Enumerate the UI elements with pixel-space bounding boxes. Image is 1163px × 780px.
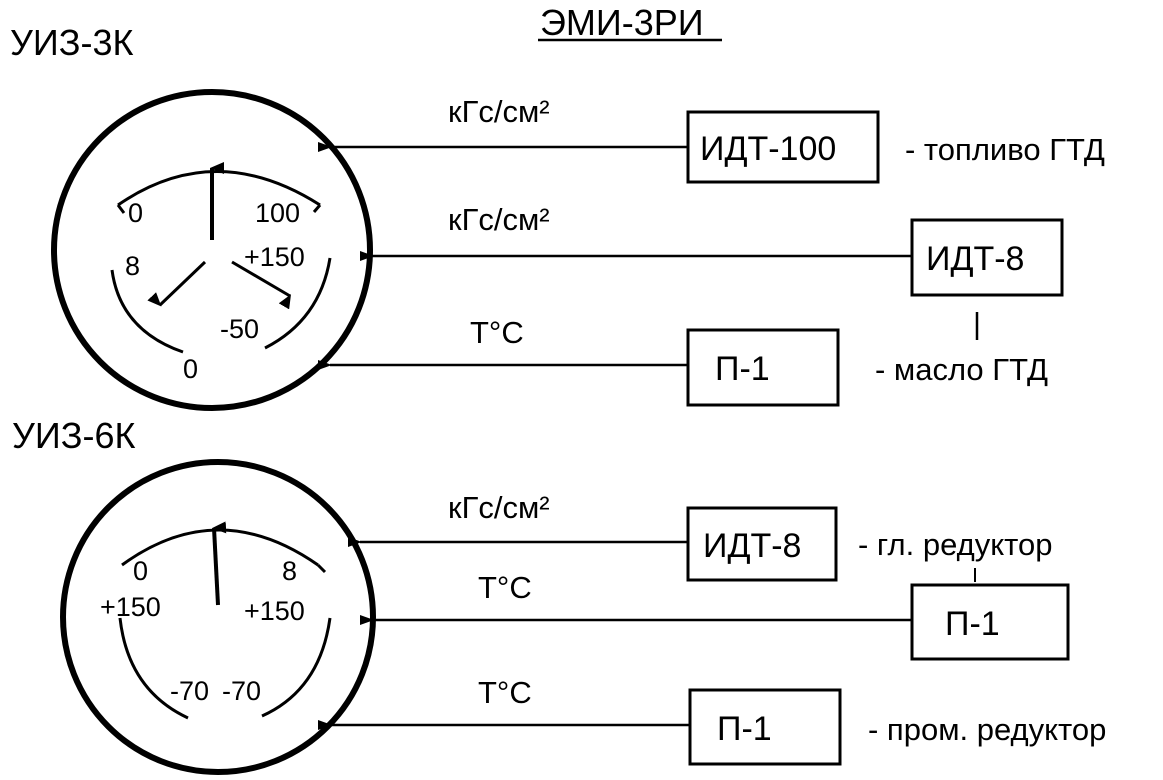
sensor-p1-intermediate-box: [688, 688, 842, 766]
sensor-p1-intermediate-label: П-1: [717, 710, 772, 748]
gauge1-name: УИЗ-3К: [10, 22, 133, 63]
gauge2-t-right-min: -70: [222, 676, 261, 706]
sensor-p1-oil-label: П-1: [715, 350, 770, 388]
sensor-main-gearbox-desc: - гл. редуктор: [858, 527, 1053, 562]
sensor-idt8-gearbox-box: [686, 506, 838, 582]
gauge1-oil-t-max: +150: [244, 242, 305, 272]
gauge2: 0 8 +150 +150 -70 -70: [60, 459, 376, 775]
sensor-idt8-gearbox-label: ИДТ-8: [703, 527, 801, 565]
gauge2-right-arc: [261, 617, 332, 718]
gauge1-oil-p-min: 0: [183, 354, 198, 384]
gauge1-left-arc: [110, 269, 184, 354]
sensor-idt8-oil-box: [910, 218, 1064, 297]
gauge1-oil-p-max: 8: [125, 251, 140, 281]
link-oil-pressure-unit: кГс/см²: [448, 202, 550, 237]
sensor-p1-gearbox-box: [910, 583, 1070, 661]
gauge2-needle: [212, 521, 227, 606]
gauge2-p-min: 0: [133, 556, 148, 586]
gauge2-t-left-min: -70: [170, 676, 209, 706]
sensor-idt100-desc: - топливо ГТД: [905, 132, 1105, 167]
sensor-intermediate-desc: - пром. редуктор: [868, 712, 1106, 747]
sensor-idt8-oil-label: ИДТ-8: [926, 240, 1024, 278]
gauge2-name: УИЗ-6К: [12, 415, 135, 456]
gauge1-fuel-min: 0: [128, 198, 143, 228]
gauge1-dial: [51, 89, 373, 411]
gauge1-oil-t-min: -50: [220, 314, 259, 344]
sensor-p1-oil-box: [686, 328, 840, 407]
gauge1-right-arc: [264, 257, 332, 350]
gauge1: 0 100 8 +150 -50 0: [51, 89, 373, 411]
link-main-gearbox-unit: кГс/см²: [448, 490, 550, 525]
gauge1-needle-right: [231, 260, 292, 310]
link-oil-temp-unit: T°C: [470, 315, 524, 350]
link-gearbox-temp-unit: T°C: [478, 570, 532, 605]
sensor-p1-gearbox-label: П-1: [945, 605, 1000, 643]
link-fuel-unit: кГс/см²: [448, 94, 550, 129]
sensor-idt100-box: [686, 110, 880, 184]
gauge2-t-left-max: +150: [100, 592, 161, 622]
gauge1-fuel-max: 100: [255, 198, 300, 228]
gauge2-t-right-max: +150: [244, 596, 305, 626]
gauge1-needle-left: [147, 260, 207, 307]
diagram-title: ЭМИ-3РИ: [540, 2, 704, 43]
gauge2-p-max: 8: [282, 556, 297, 586]
sensor-oil-desc: - масло ГТД: [875, 352, 1048, 387]
sensor-idt100-label: ИДТ-100: [700, 130, 836, 168]
gauge2-left-arc: [118, 617, 189, 720]
link-intermediate-gearbox-unit: T°C: [478, 675, 532, 710]
